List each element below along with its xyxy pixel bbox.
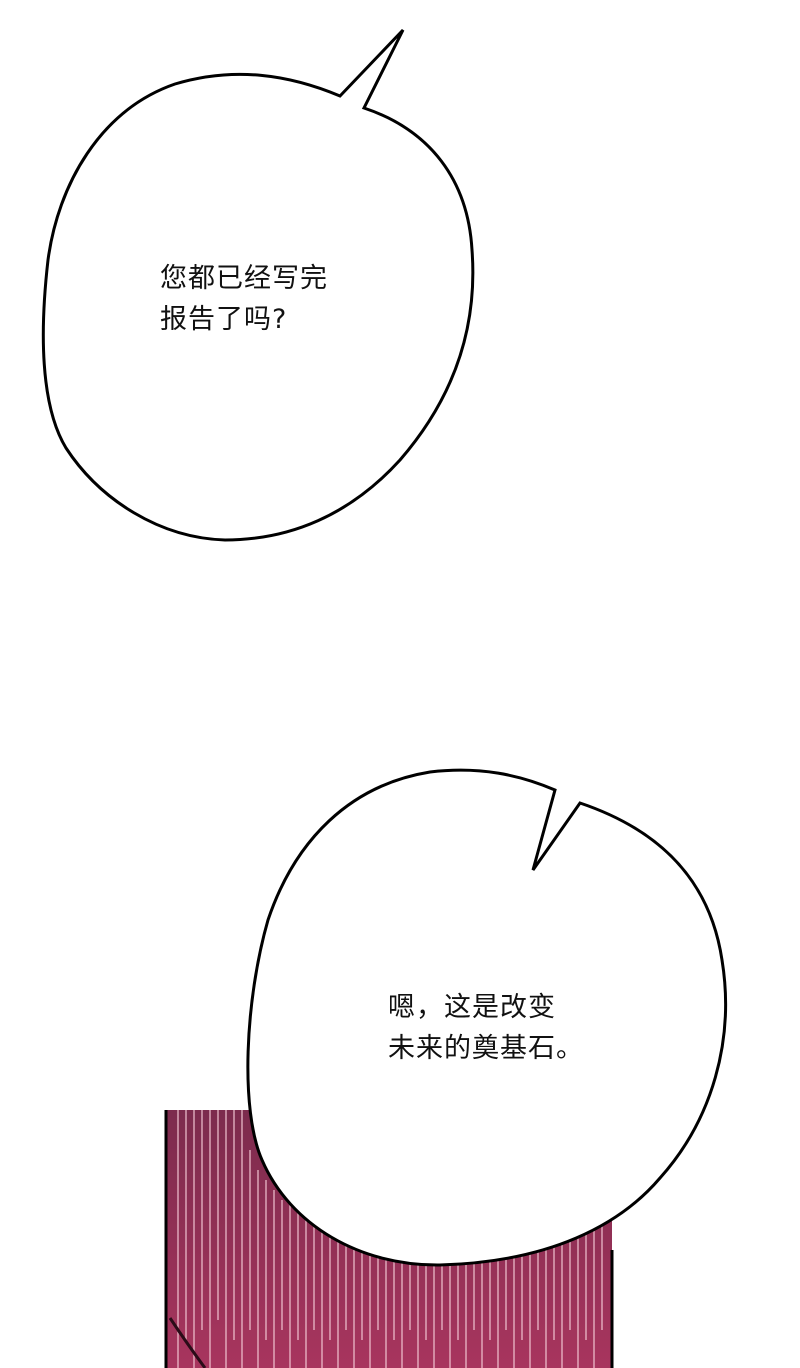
speech-bubble-upper-text: 您都已经写完 报告了吗? xyxy=(160,258,328,340)
speech-bubble-lower-text: 嗯，这是改变 未来的奠基石。 xyxy=(388,987,584,1069)
dialogue-line: 嗯，这是改变 xyxy=(388,992,556,1023)
dialogue-line: 未来的奠基石。 xyxy=(388,1033,584,1064)
dialogue-line: 您都已经写完 xyxy=(160,263,328,294)
speech-bubble-upper xyxy=(41,28,475,542)
dialogue-line: 报告了吗? xyxy=(160,304,288,335)
speech-bubble-lower xyxy=(246,768,728,1267)
